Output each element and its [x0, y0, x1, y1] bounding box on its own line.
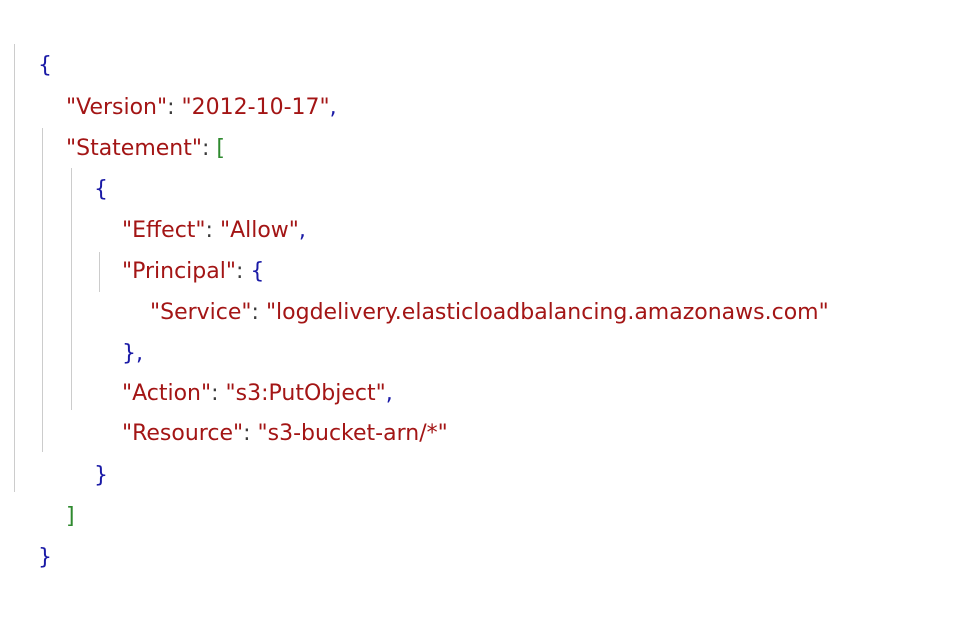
statement-array-open: [: [216, 136, 225, 161]
comma: ,: [385, 381, 393, 406]
colon: :: [235, 259, 251, 284]
root-close-brace: }: [37, 545, 52, 570]
code-line-6: "Principal": {: [94, 212, 264, 284]
indent-guide-level-1: [14, 44, 15, 492]
effect-key: "Effect": [121, 218, 206, 243]
comma: ,: [135, 341, 143, 366]
indent-guide-level-3: [71, 168, 72, 410]
colon: :: [202, 136, 217, 161]
root-open-brace: {: [37, 53, 52, 78]
code-line-5: "Effect": "Allow",: [94, 171, 306, 243]
colon: :: [251, 300, 266, 325]
principal-open-brace: {: [250, 259, 265, 284]
statement-open-brace: {: [93, 177, 108, 202]
code-line-2: "Version": "2012-10-17",: [38, 48, 337, 120]
colon: :: [211, 381, 226, 406]
colon: :: [167, 95, 182, 120]
statement-array-close: ]: [65, 504, 75, 529]
action-key: "Action": [121, 381, 212, 406]
code-line-11: }: [66, 416, 108, 488]
code-line-1: {: [10, 6, 52, 78]
indent-guide-level-2: [42, 128, 43, 452]
code-line-8: },: [94, 294, 143, 366]
resource-key: "Resource": [121, 421, 244, 446]
json-code-view: { "Version": "2012-10-17", "Statement": …: [10, 6, 829, 570]
principal-close-brace: }: [121, 341, 136, 366]
colon: :: [243, 421, 258, 446]
version-value: "2012-10-17": [181, 95, 330, 120]
code-line-3: "Statement": [: [38, 89, 225, 161]
version-key: "Version": [65, 95, 168, 120]
service-value: "logdelivery.elasticloadbalancing.amazon…: [265, 300, 829, 325]
code-line-13: }: [10, 498, 52, 570]
colon: :: [205, 218, 220, 243]
action-value: "s3:PutObject": [225, 381, 386, 406]
comma: ,: [298, 218, 306, 243]
code-line-12: ]: [38, 457, 75, 529]
indent-guide-level-4: [99, 252, 100, 292]
service-key: "Service": [149, 300, 252, 325]
comma: ,: [329, 95, 337, 120]
principal-key: "Principal": [121, 259, 236, 284]
resource-value: "s3-bucket-arn/*": [257, 421, 448, 446]
code-line-9: "Action": "s3:PutObject",: [94, 334, 393, 406]
code-line-10: "Resource": "s3-bucket-arn/*": [94, 374, 448, 446]
code-line-7: "Service": "logdelivery.elasticloadbalan…: [122, 253, 829, 325]
effect-value: "Allow": [219, 218, 299, 243]
statement-key: "Statement": [65, 136, 202, 161]
code-line-4: {: [66, 130, 108, 202]
statement-close-brace: }: [93, 463, 108, 488]
